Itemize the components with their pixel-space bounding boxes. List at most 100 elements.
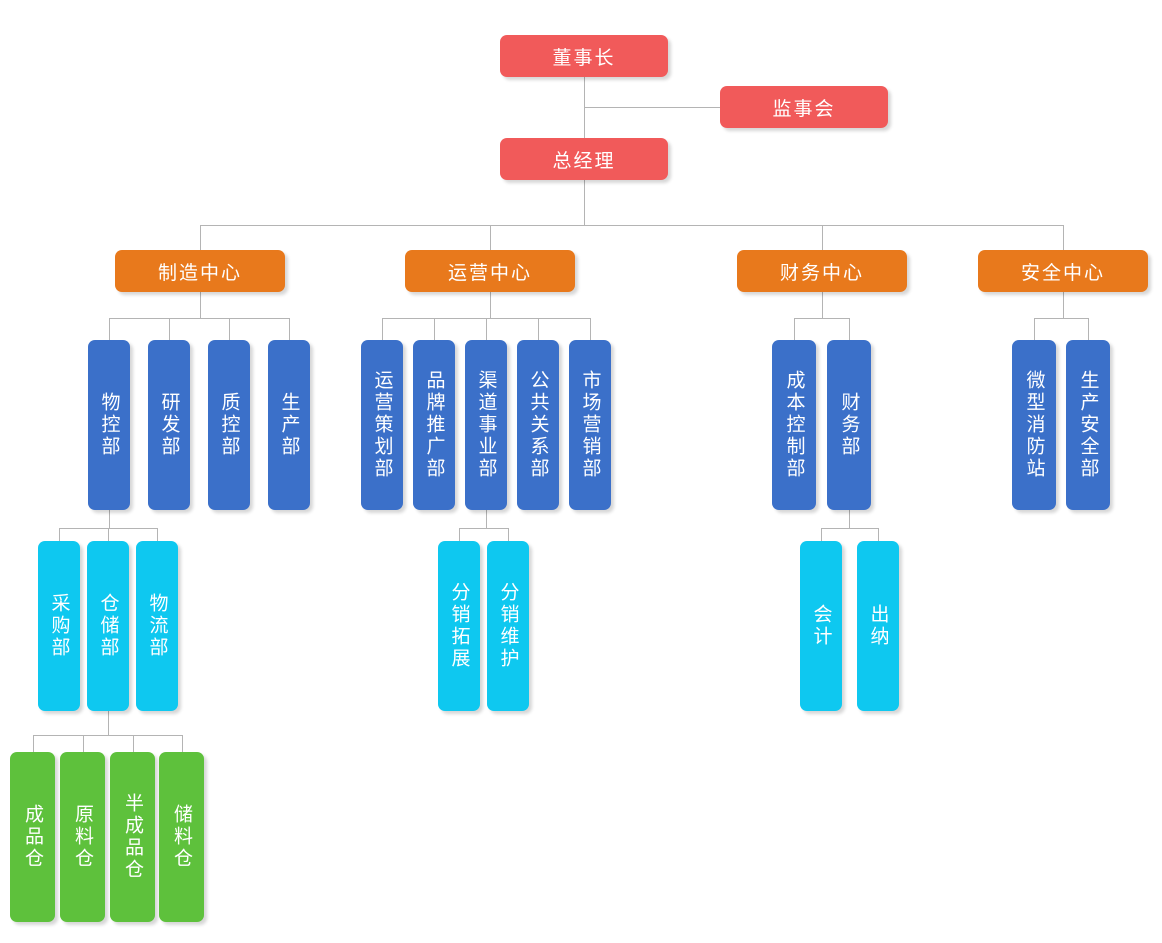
org-node-raw-material-warehouse: 原料仓 <box>60 752 105 922</box>
branch-to-supervisory-line <box>584 107 720 108</box>
org-node-label-storage-warehouse: 储料仓 <box>171 804 192 870</box>
connector-drop <box>849 318 850 340</box>
org-node-label-purchasing-dept: 采购部 <box>48 593 70 659</box>
org-node-label-warehouse-dept: 仓储部 <box>97 593 119 659</box>
org-node-label-manufacturing-center: 制造中心 <box>157 262 242 284</box>
org-node-material-control-dept: 物控部 <box>88 340 130 510</box>
connector-drop <box>490 225 491 250</box>
org-node-label-general-manager: 总经理 <box>552 150 616 172</box>
org-node-storage-warehouse: 储料仓 <box>159 752 204 922</box>
org-node-production-safety-dept: 生产安全部 <box>1066 340 1110 510</box>
connector-drop <box>1088 318 1089 340</box>
org-node-operations-planning-dept: 运营策划部 <box>361 340 403 510</box>
connector-bus <box>33 735 183 736</box>
connector-drop <box>169 318 170 340</box>
org-node-label-channel-business-dept: 渠道事业部 <box>475 370 497 480</box>
org-node-label-supervisory-board: 监事会 <box>772 98 836 120</box>
org-node-label-finance-center: 财务中心 <box>779 262 864 284</box>
org-node-label-raw-material-warehouse: 原料仓 <box>72 804 93 870</box>
org-node-purchasing-dept: 采购部 <box>38 541 80 711</box>
org-node-label-micro-fire-station: 微型消防站 <box>1023 370 1045 480</box>
connector-stem <box>108 711 109 735</box>
connector-stem <box>849 510 850 528</box>
org-node-label-production-safety-dept: 生产安全部 <box>1077 370 1099 480</box>
org-node-label-operations-planning-dept: 运营策划部 <box>371 370 393 480</box>
org-node-warehouse-dept: 仓储部 <box>87 541 129 711</box>
org-node-label-logistics-dept: 物流部 <box>146 593 168 659</box>
org-node-label-brand-promotion-dept: 品牌推广部 <box>423 370 445 480</box>
org-node-production-dept: 生产部 <box>268 340 310 510</box>
org-node-label-accounting: 会计 <box>810 604 832 648</box>
connector-drop <box>109 318 110 340</box>
org-node-cashier: 出纳 <box>857 541 899 711</box>
connector-bus <box>1034 318 1089 319</box>
org-node-distribution-expansion: 分销拓展 <box>438 541 480 711</box>
connector-drop <box>794 318 795 340</box>
org-node-label-marketing-dept: 市场营销部 <box>579 370 601 480</box>
connector-drop <box>538 318 539 340</box>
connector-drop <box>1063 225 1064 250</box>
connector-stem <box>1063 292 1064 318</box>
connector-drop <box>590 318 591 340</box>
connector-stem <box>486 510 487 528</box>
org-node-chairman: 董事长 <box>500 35 668 77</box>
org-node-label-semi-finished-warehouse: 半成品仓 <box>122 793 143 881</box>
org-node-micro-fire-station: 微型消防站 <box>1012 340 1056 510</box>
connector-drop <box>289 318 290 340</box>
connector-drop <box>83 735 84 752</box>
org-node-label-finished-goods-warehouse: 成品仓 <box>22 804 43 870</box>
org-node-label-distribution-expansion: 分销拓展 <box>448 582 470 670</box>
org-node-distribution-maintenance: 分销维护 <box>487 541 529 711</box>
connector-bus <box>200 225 1064 226</box>
connector-stem <box>822 292 823 318</box>
org-node-label-chairman: 董事长 <box>552 47 616 69</box>
org-node-label-finance-dept: 财务部 <box>838 392 860 458</box>
connector-drop <box>508 528 509 541</box>
org-node-manufacturing-center: 制造中心 <box>115 250 285 292</box>
connector-bus <box>109 318 290 319</box>
org-node-supervisory-board: 监事会 <box>720 86 888 128</box>
connector-bus <box>821 528 879 529</box>
org-node-finance-dept: 财务部 <box>827 340 871 510</box>
connector-stem <box>200 292 201 318</box>
org-node-cost-control-dept: 成本控制部 <box>772 340 816 510</box>
org-node-marketing-dept: 市场营销部 <box>569 340 611 510</box>
connector-drop <box>459 528 460 541</box>
connector-drop <box>182 735 183 752</box>
connector-stem <box>584 180 585 225</box>
org-node-quality-control-dept: 质控部 <box>208 340 250 510</box>
connector-drop <box>33 735 34 752</box>
org-node-operations-center: 运营中心 <box>405 250 575 292</box>
org-node-label-operations-center: 运营中心 <box>447 262 532 284</box>
org-node-label-safety-center: 安全中心 <box>1020 262 1105 284</box>
org-node-label-public-relations-dept: 公共关系部 <box>527 370 549 480</box>
connector-drop <box>200 225 201 250</box>
org-node-channel-business-dept: 渠道事业部 <box>465 340 507 510</box>
org-node-public-relations-dept: 公共关系部 <box>517 340 559 510</box>
org-node-label-cashier: 出纳 <box>867 604 889 648</box>
org-node-rnd-dept: 研发部 <box>148 340 190 510</box>
connector-drop <box>108 528 109 541</box>
org-node-accounting: 会计 <box>800 541 842 711</box>
org-node-label-cost-control-dept: 成本控制部 <box>783 370 805 480</box>
connector-drop <box>133 735 134 752</box>
connector-drop <box>59 528 60 541</box>
org-node-label-production-dept: 生产部 <box>278 392 300 458</box>
connector-stem <box>109 510 110 528</box>
org-node-general-manager: 总经理 <box>500 138 668 180</box>
connector-drop <box>1034 318 1035 340</box>
org-node-logistics-dept: 物流部 <box>136 541 178 711</box>
org-node-semi-finished-warehouse: 半成品仓 <box>110 752 155 922</box>
connector-drop <box>434 318 435 340</box>
connector-drop <box>486 318 487 340</box>
connector-drop <box>878 528 879 541</box>
org-node-label-rnd-dept: 研发部 <box>158 392 180 458</box>
org-node-finance-center: 财务中心 <box>737 250 907 292</box>
connector-drop <box>157 528 158 541</box>
org-node-label-distribution-maintenance: 分销维护 <box>497 582 519 670</box>
connector-bus <box>459 528 509 529</box>
connector-drop <box>821 528 822 541</box>
connector-drop <box>822 225 823 250</box>
org-node-label-quality-control-dept: 质控部 <box>218 392 240 458</box>
